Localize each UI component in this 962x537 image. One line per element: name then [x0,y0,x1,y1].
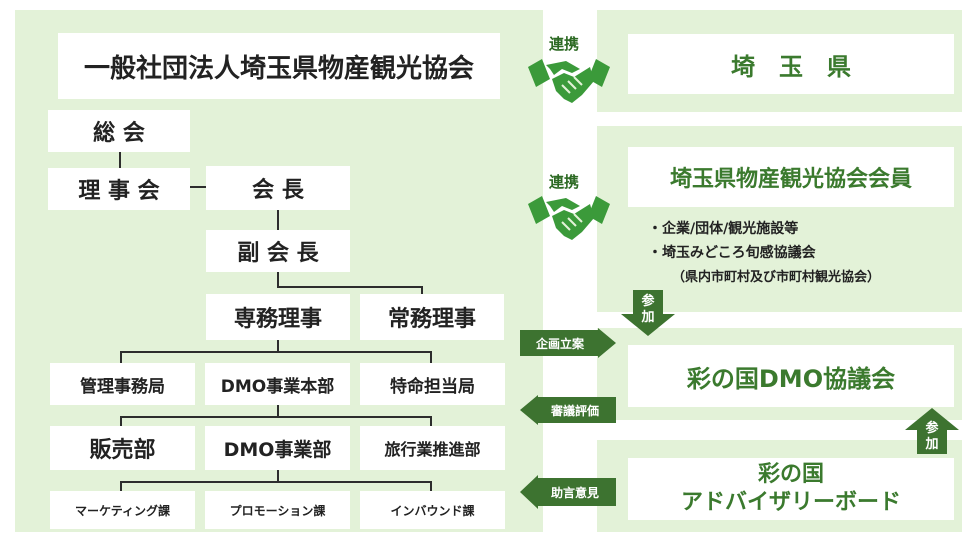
cooperation-label-2: 連携 [549,173,580,191]
members-item-3: （県内市町村及び市町村観光協会） [672,270,881,285]
line-to-special [430,351,432,363]
members-item-2: ・埼玉みどころ旬感協議会 [648,245,816,261]
line-directors-bar [277,286,422,288]
join-arrow-up [905,408,959,454]
dept-special-box: 特命担当局 [360,363,505,405]
handshake-icon [528,59,610,103]
evaluation-label: 審議評価 [550,403,599,418]
join-label-1b: 加 [641,309,655,325]
exec-director-box: 専務理事 [206,294,350,340]
cooperation-label-1: 連携 [549,35,580,53]
join-label-2b: 加 [925,436,939,452]
advisory-line-2: アドバイザリーボード [680,490,901,515]
line-to-inbound [430,481,432,491]
line-to-admin [120,351,122,363]
line-sections-bar [120,481,432,483]
line-board-president [190,186,208,188]
dept-dmo-hq-box: DMO事業本部 [205,363,350,405]
council-box: 彩の国DMO協議会 [628,345,954,407]
travel-box: 旅行業推進部 [360,426,505,470]
members-item-1: ・企業/団体/観光施設等 [648,221,799,237]
line-to-sales [120,416,122,426]
general-meeting-box: 総 会 [48,110,190,152]
vice-president-box: 副 会 長 [206,230,350,272]
org-title: 一般社団法人埼玉県物産観光協会 [58,33,500,99]
planning-arrow [520,328,616,358]
advisory-box: 彩の国 アドバイザリーボード [628,458,954,520]
board-box: 理 事 会 [48,168,190,210]
advice-label: 助言意見 [550,485,599,500]
managing-director-box: 常務理事 [360,294,504,340]
join-label-2a: 参 [925,420,939,436]
line-vice-directors [277,272,279,287]
inbound-box: インバウンド課 [360,491,505,529]
line-to-marketing [120,481,122,491]
line-to-managing [421,286,423,294]
line-general-board [119,152,121,168]
line-dmo-sections [277,470,279,482]
join-arrow-down [621,290,675,336]
join-label-1a: 参 [641,293,655,309]
sales-box: 販売部 [50,426,195,470]
advice-arrow [520,475,616,509]
promotion-box: プロモーション課 [205,491,350,529]
advisory-line-1: 彩の国 [757,462,824,487]
line-hq-units [277,405,279,417]
president-box: 会 長 [206,166,350,210]
line-depts-bar [120,351,432,353]
dept-admin-box: 管理事務局 [50,363,195,405]
handshake-icon [528,196,610,240]
line-exec-depts [277,340,279,352]
evaluation-arrow [520,395,616,425]
line-units-bar [120,416,432,418]
planning-label: 企画立案 [535,336,584,351]
marketing-box: マーケティング課 [50,491,195,529]
dmo-business-box: DMO事業部 [205,426,350,470]
members-title-box: 埼玉県物産観光協会会員 [628,147,954,207]
line-president-vice [277,210,279,230]
line-to-travel [430,416,432,426]
prefecture-box: 埼 玉 県 [628,34,954,94]
